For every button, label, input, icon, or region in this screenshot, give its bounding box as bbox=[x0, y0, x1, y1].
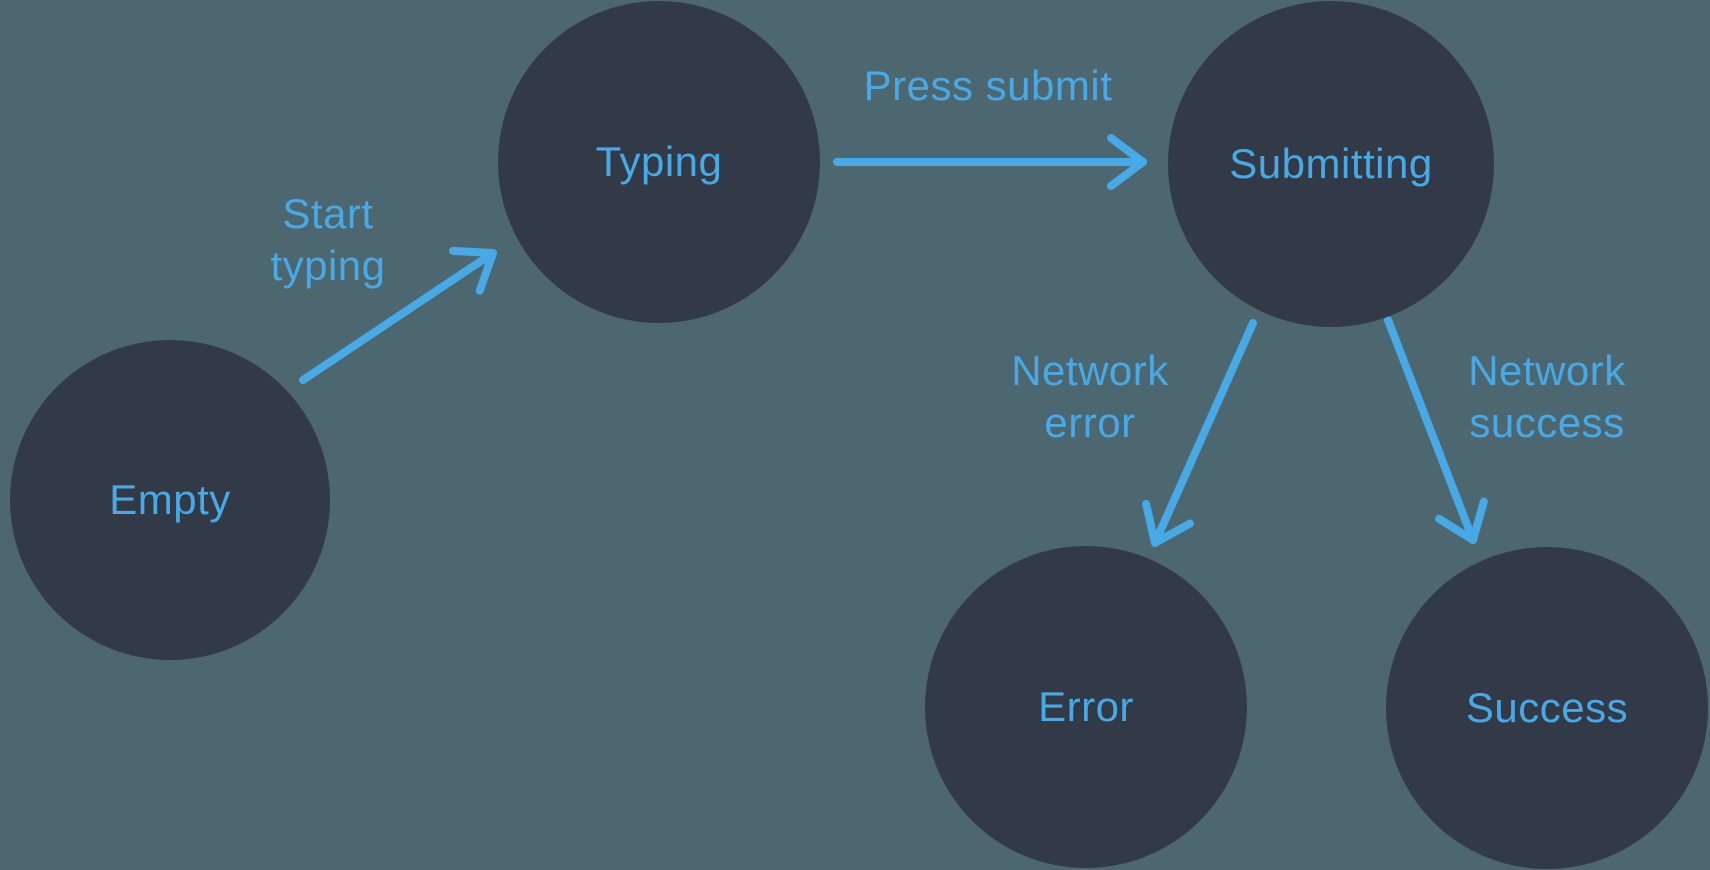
state-node-typing: Typing bbox=[498, 1, 820, 323]
arrow-submitting-to-error bbox=[1142, 319, 1257, 547]
state-label-error: Error bbox=[1038, 683, 1134, 730]
state-node-success: Success bbox=[1386, 547, 1708, 869]
state-label-submitting: Submitting bbox=[1229, 140, 1433, 187]
transition-label-network-error: Network error bbox=[1011, 347, 1169, 446]
state-node-error: Error bbox=[925, 546, 1247, 868]
transition-label-network-success: Network success bbox=[1468, 347, 1626, 446]
state-label-typing: Typing bbox=[595, 138, 723, 185]
state-label-success: Success bbox=[1465, 684, 1629, 731]
arrow-empty-to-typing bbox=[299, 246, 497, 384]
transition-label-press-submit: Press submit bbox=[863, 62, 1113, 109]
state-node-submitting: Submitting bbox=[1168, 1, 1494, 327]
arrow-submitting-to-success bbox=[1384, 316, 1488, 544]
state-node-empty: Empty bbox=[10, 340, 330, 660]
transition-label-start-typing: Start typing bbox=[270, 190, 386, 289]
state-label-empty: Empty bbox=[109, 476, 231, 523]
